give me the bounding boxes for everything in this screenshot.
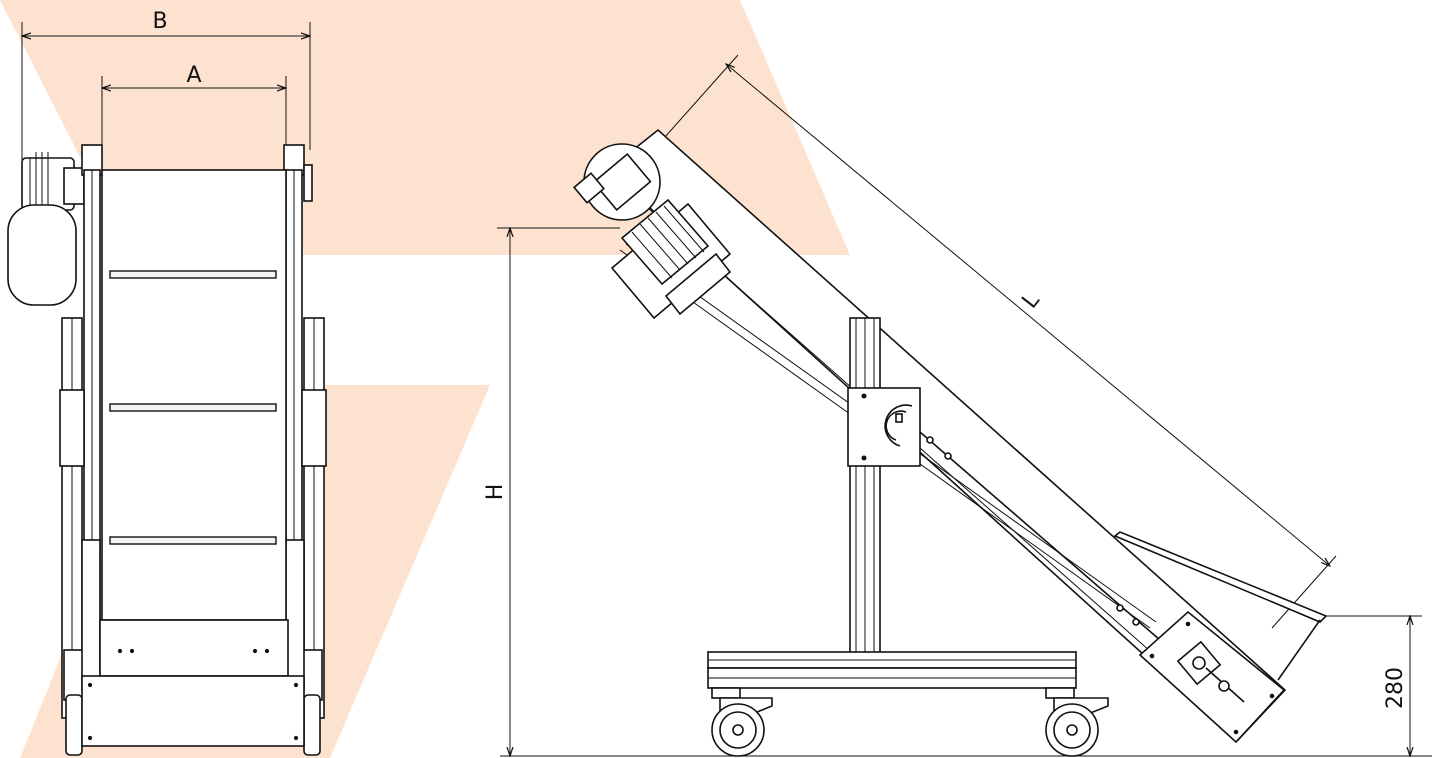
side-head-drive [573, 143, 732, 320]
side-tail-plate [1138, 610, 1286, 744]
dimension-h-label: H [483, 484, 508, 501]
side-infeed-chute [1113, 531, 1328, 681]
side-view: L H 280 [483, 54, 1432, 757]
front-hopper [81, 619, 305, 747]
front-view: B A [7, 9, 327, 756]
dimension-b-label: B [152, 9, 167, 34]
side-caster-right [1045, 687, 1109, 757]
dimension-b: B [22, 9, 310, 160]
front-motor [7, 152, 85, 306]
dimension-280: 280 [1300, 616, 1422, 756]
front-left-frame [59, 144, 103, 756]
dimension-280-label: 280 [1383, 667, 1408, 709]
dimension-a-label: A [186, 63, 201, 88]
side-base-frame [707, 651, 1077, 689]
side-caster-left [711, 687, 773, 757]
side-support-column [847, 317, 921, 657]
side-motor [610, 198, 732, 320]
dimension-h: H [483, 228, 620, 756]
front-belt [101, 169, 287, 621]
